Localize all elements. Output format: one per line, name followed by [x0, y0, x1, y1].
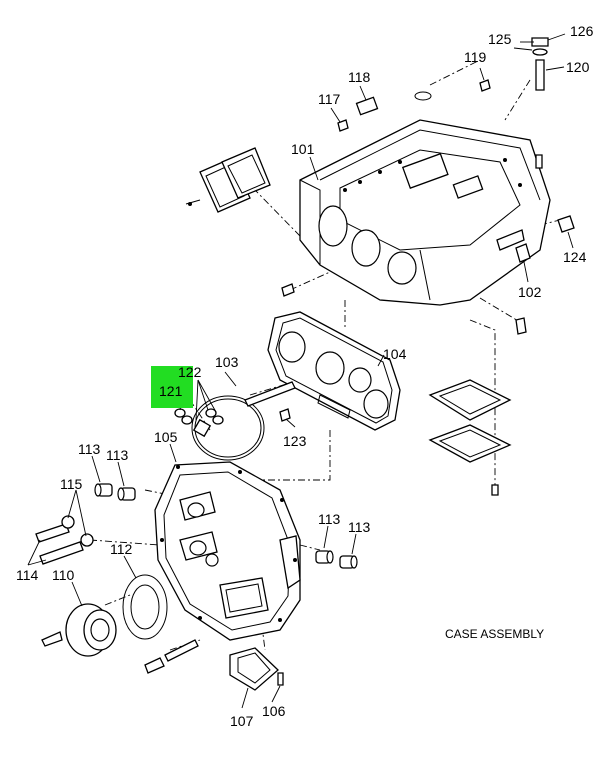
callout-114: 114: [16, 567, 39, 583]
gasket-112: [122, 574, 168, 640]
bushings-113: [94, 483, 358, 569]
callout-123: 123: [283, 433, 307, 449]
callout-113-d: 113: [348, 519, 371, 535]
callout-115: 115: [60, 476, 83, 492]
callout-113-a: 113: [78, 441, 101, 457]
callout-122: 122: [178, 364, 202, 380]
callout-126: 126: [570, 23, 594, 39]
callout-105: 105: [154, 429, 178, 445]
callout-121: 121: [159, 383, 183, 399]
bell-housing-105: [154, 461, 301, 641]
callout-125: 125: [488, 31, 512, 47]
callout-124: 124: [563, 249, 587, 265]
callout-101: 101: [291, 141, 315, 157]
callout-106: 106: [262, 703, 286, 719]
diagram-title: CASE ASSEMBLY: [445, 627, 544, 641]
callout-113-c: 113: [318, 511, 341, 527]
callout-107: 107: [230, 713, 254, 729]
small-parts-top: [279, 37, 575, 422]
studs-114-115: [35, 515, 94, 565]
callout-118: 118: [348, 69, 371, 85]
callout-112: 112: [110, 541, 133, 557]
leader-lines: [27, 33, 574, 709]
callout-117: 117: [318, 91, 341, 107]
callout-120: 120: [566, 59, 590, 75]
callout-labels: 126 125 120 119 118 117 101 124 102 104 …: [16, 23, 594, 729]
small-gaskets-right: [428, 379, 512, 496]
callout-119: 119: [464, 49, 487, 65]
highlight-box-121: [151, 366, 193, 408]
main-case-101: [299, 91, 551, 306]
gasket-104: [267, 311, 401, 431]
callout-102: 102: [518, 284, 542, 300]
cover-plate-upper-left: [185, 147, 271, 213]
cover-107-bolt-106: [144, 639, 284, 691]
callout-103: 103: [215, 354, 239, 370]
snap-ring-103: [191, 381, 296, 461]
callout-110: 110: [52, 567, 75, 583]
callout-113-b: 113: [106, 447, 129, 463]
callout-104: 104: [383, 346, 407, 362]
bearing-cover-110: [41, 603, 117, 657]
